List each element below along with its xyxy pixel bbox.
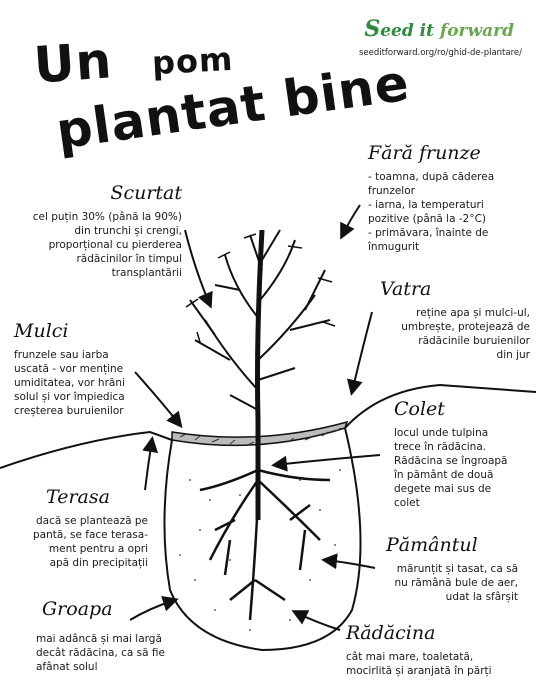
label-vatra-heading: Vatra xyxy=(380,278,432,300)
label-mulci-heading: Mulci xyxy=(14,320,69,342)
pruning-cut-marks xyxy=(185,233,336,343)
tree-trunk xyxy=(255,229,265,520)
label-scurtat-text: cel puțin 30% (până la 90%) din trunchi … xyxy=(32,211,182,279)
label-colet-text: locul unde tulpina trece în rădăcina. Ră… xyxy=(394,427,508,509)
label-mulci-text: frunzele sau iarba uscată - vor menține … xyxy=(14,349,125,417)
label-radacina-text: cât mai mare, toaletată, mocirlită și ar… xyxy=(346,651,492,677)
label-pamantul-text: mărunțit și tasat, ca să nu rămână bule … xyxy=(394,563,518,603)
label-vatra-text: reține apa și mulci-ul, umbrește, protej… xyxy=(401,307,530,361)
label-pamantul-heading: Pământul xyxy=(386,534,478,556)
tree-roots xyxy=(199,468,331,621)
source-url: seeditforward.org/ro/ghid-de-plantare/ xyxy=(358,48,522,58)
pointer-arrows xyxy=(129,204,381,631)
label-groapa-text: mai adâncă și mai largă decât rădăcina, … xyxy=(36,633,165,673)
label-terasa-text: dacă se plantează pe pantă, se face tera… xyxy=(33,515,148,569)
label-radacina-heading: Rădăcina xyxy=(346,622,436,644)
label-groapa-heading: Groapa xyxy=(42,598,113,620)
logo-text-a: eed it xyxy=(380,21,440,41)
label-fara-frunze-heading: Fără frunze xyxy=(368,142,481,164)
planting-pit xyxy=(163,427,362,652)
ground-line xyxy=(0,430,173,469)
label-terasa-heading: Terasa xyxy=(46,486,110,508)
label-fara-frunze-text: - toamna, după căderea frunzelor - iarna… xyxy=(368,171,495,253)
label-colet-heading: Colet xyxy=(394,398,445,420)
seed-it-forward-logo: Seed it forward xyxy=(364,16,514,42)
soil-texture xyxy=(179,469,341,631)
mulch-texture xyxy=(179,427,342,446)
ground-line-right xyxy=(344,383,536,429)
logo-letter: S xyxy=(364,16,381,42)
mulch-layer xyxy=(171,420,349,447)
logo-text-b: forward xyxy=(439,21,514,41)
label-scurtat-heading: Scurtat xyxy=(110,182,182,204)
